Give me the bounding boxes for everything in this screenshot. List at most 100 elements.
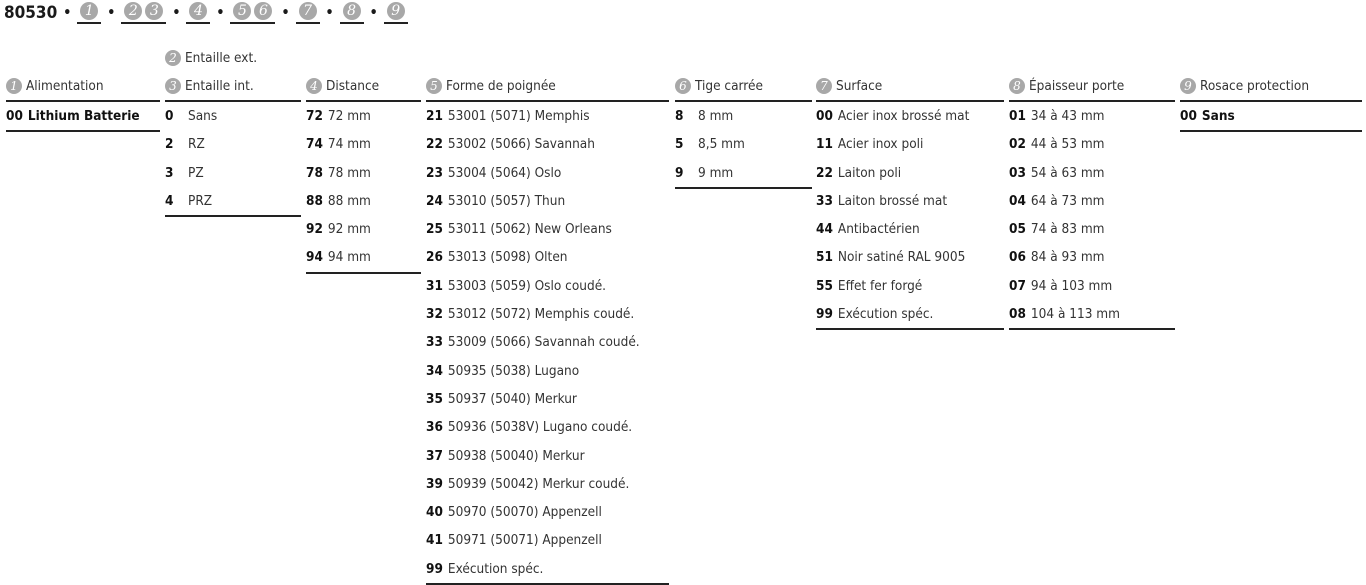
option-code: 3 bbox=[165, 164, 174, 181]
option-text: 104 à 113 mm bbox=[1030, 306, 1120, 323]
option-code: 04 bbox=[1009, 192, 1026, 209]
separator-dot: • bbox=[172, 5, 181, 21]
option-row: 0 Sans bbox=[165, 102, 301, 130]
option-text: 53004 (5064) Oslo bbox=[447, 164, 562, 181]
option-text: 74 à 83 mm bbox=[1030, 221, 1105, 238]
option-slot: 9 bbox=[383, 2, 408, 24]
option-text: 92 mm bbox=[327, 221, 371, 238]
option-code: 51 bbox=[816, 249, 833, 266]
separator-dot: • bbox=[216, 5, 225, 21]
option-text: Acier inox brossé mat bbox=[837, 108, 970, 124]
option-code: 99 bbox=[426, 560, 443, 577]
option-text: 50939 (50042) Merkur coudé. bbox=[447, 475, 630, 492]
option-text: PRZ bbox=[188, 192, 213, 209]
option-text: 53010 (5057) Thun bbox=[447, 192, 566, 209]
option-code: 44 bbox=[816, 221, 833, 238]
number-circle-icon: 1 bbox=[80, 2, 99, 20]
option-code: 88 bbox=[306, 192, 323, 209]
option-text: RZ bbox=[188, 136, 205, 153]
option-code: 00 bbox=[816, 108, 833, 124]
product-code: 80530 bbox=[4, 3, 58, 23]
option-text: 72 mm bbox=[327, 108, 371, 124]
option-code: 39 bbox=[426, 475, 443, 492]
option-text: 84 à 93 mm bbox=[1030, 249, 1105, 266]
option-code: 8 bbox=[675, 108, 684, 124]
option-code: 03 bbox=[1009, 164, 1026, 181]
option-text: 34 à 43 mm bbox=[1030, 108, 1105, 124]
option-text: Sans bbox=[188, 108, 218, 124]
option-text: Exécution spéc. bbox=[837, 306, 934, 323]
separator-dot: • bbox=[281, 5, 290, 21]
option-slot: 1 bbox=[77, 2, 102, 24]
separator-dot: • bbox=[369, 5, 378, 21]
separator-dot: • bbox=[63, 5, 72, 21]
option-text: 44 à 53 mm bbox=[1030, 136, 1105, 153]
option-code: 0 bbox=[165, 108, 174, 124]
number-circle-icon: 4 bbox=[189, 2, 208, 20]
option-code: 06 bbox=[1009, 249, 1026, 266]
number-circle-icon: 6 bbox=[675, 78, 691, 94]
number-circle-icon: 1 bbox=[6, 78, 22, 94]
option-text: 8 mm bbox=[698, 108, 734, 124]
number-circle-icon: 9 bbox=[1180, 78, 1196, 94]
number-circle-icon: 3 bbox=[165, 78, 181, 94]
option-text: 8,5 mm bbox=[698, 136, 745, 153]
option-text: 53013 (5098) Olten bbox=[447, 249, 568, 266]
option-text: 88 mm bbox=[327, 192, 371, 209]
option-slot: 8 bbox=[339, 2, 364, 24]
number-circle-icon: 2 bbox=[124, 2, 143, 20]
option-code: 02 bbox=[1009, 136, 1026, 153]
option-text: 74 mm bbox=[327, 136, 371, 153]
option-text: 53003 (5059) Oslo coudé. bbox=[447, 277, 607, 294]
option-text: Acier inox poli bbox=[837, 136, 924, 153]
option-code: 07 bbox=[1009, 277, 1026, 294]
option-code: 94 bbox=[306, 249, 323, 266]
option-text: 53001 (5071) Memphis bbox=[447, 108, 590, 124]
option-code: 33 bbox=[816, 192, 833, 209]
option-text: 50937 (5040) Merkur bbox=[447, 390, 577, 407]
option-code: 22 bbox=[816, 164, 833, 181]
option-code: 72 bbox=[306, 108, 323, 124]
option-text: Effet fer forgé bbox=[837, 277, 923, 294]
option-code: 32 bbox=[426, 306, 443, 323]
option-text: 54 à 63 mm bbox=[1030, 164, 1105, 181]
option-text: 53002 (5066) Savannah bbox=[447, 136, 595, 153]
option-code: 40 bbox=[426, 504, 443, 521]
option-text: 9 mm bbox=[698, 164, 734, 181]
option-slot: 4 bbox=[186, 2, 211, 24]
separator-dot: • bbox=[107, 5, 116, 21]
option-text: Laiton brossé mat bbox=[837, 192, 948, 209]
option-text: 64 à 73 mm bbox=[1030, 192, 1105, 209]
number-circle-icon: 3 bbox=[145, 2, 164, 20]
option-text: Laiton poli bbox=[837, 164, 902, 181]
